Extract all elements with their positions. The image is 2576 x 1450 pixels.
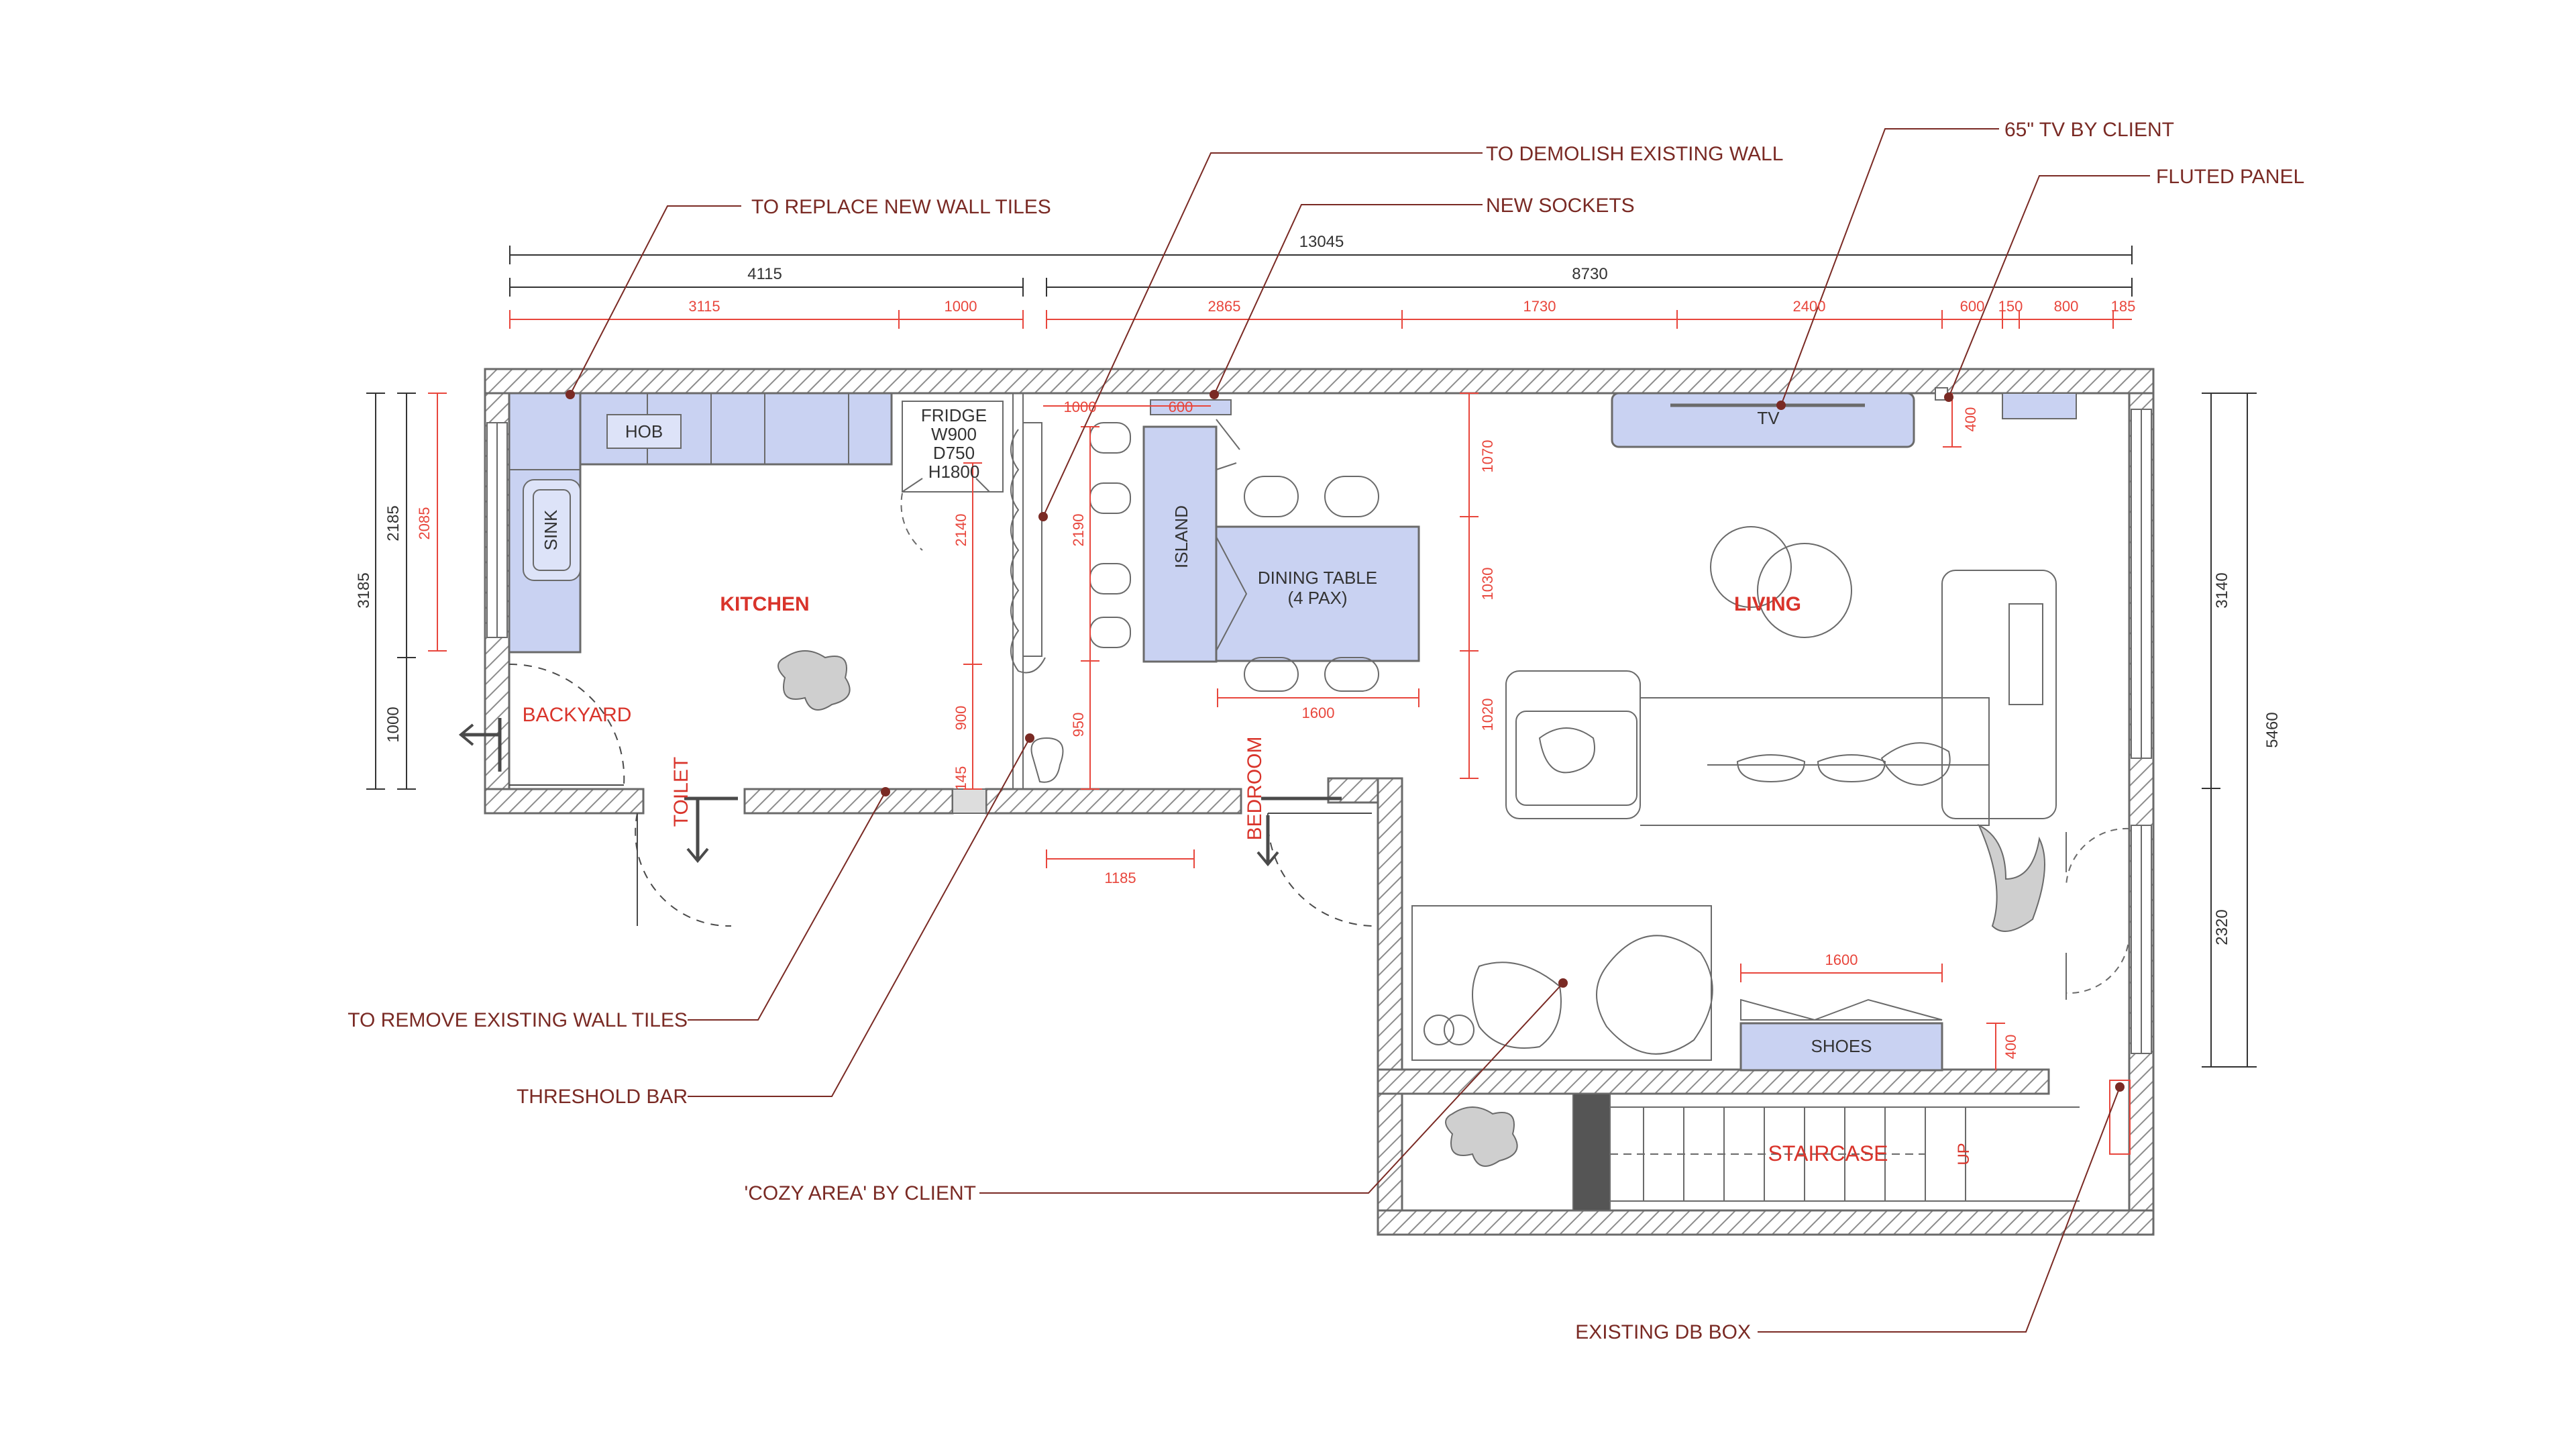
- dim-150: 150: [1998, 298, 2023, 315]
- tv-label: TV: [1757, 408, 1780, 428]
- dim-145: 145: [953, 766, 969, 791]
- sink-box: [523, 479, 581, 581]
- room-backyard: BACKYARD: [523, 704, 632, 726]
- dim-1185: 1185: [1104, 870, 1136, 886]
- stair-up: UP: [1955, 1143, 1973, 1165]
- dim-1070: 1070: [1479, 440, 1496, 473]
- dim-left-lower: 1000: [384, 707, 402, 742]
- dim-800: 800: [2054, 298, 2079, 315]
- decorative-animals: [777, 650, 2045, 1167]
- vertical-dim-text: 3185 2185 1000 5460 3140 2320: [355, 505, 2282, 945]
- dim-600: 600: [1960, 298, 1985, 315]
- dim-1600-table: 1600: [1302, 705, 1335, 721]
- note-new-sockets: NEW SOCKETS: [1486, 195, 1635, 217]
- dim-3115: 3115: [688, 298, 720, 315]
- note-replace-tiles: TO REPLACE NEW WALL TILES: [751, 196, 1051, 218]
- vertical-dim-text-red: 2085 2140 900 145 2190 950 1070 1030 102…: [416, 407, 2019, 1059]
- room-bedroom: BEDROOM: [1244, 736, 1266, 840]
- shoes-cabinet-box: [1739, 1022, 1943, 1072]
- note-tv-by-client: 65" TV BY CLIENT: [2004, 119, 2174, 141]
- fridge-label-3: D750: [933, 443, 975, 463]
- dimension-text-red: 3115 1000 2865 1730 2400 600 150 800 185…: [688, 298, 2135, 968]
- room-staircase: STAIRCASE: [1768, 1141, 1888, 1166]
- dim-2865: 2865: [1208, 298, 1241, 315]
- room-toilet: TOILET: [670, 757, 692, 827]
- hob-box: [606, 414, 682, 449]
- dining-area: [1089, 399, 1420, 692]
- note-demolish-wall: TO DEMOLISH EXISTING WALL: [1486, 143, 1783, 165]
- walls: [484, 368, 2155, 1236]
- fridge-label-1: FRIDGE: [921, 405, 987, 425]
- room-living: LIVING: [1734, 593, 1801, 615]
- dining-label-1: DINING TABLE: [1258, 568, 1377, 588]
- note-cozy-area: 'COZY AREA' BY CLIENT: [745, 1182, 976, 1204]
- note-remove-tiles: TO REMOVE EXISTING WALL TILES: [347, 1009, 688, 1031]
- note-db-box: EXISTING DB BOX: [1575, 1321, 1751, 1343]
- staircase-area: [1572, 1093, 2080, 1211]
- dining-label-2: (4 PAX): [1287, 588, 1347, 608]
- dim-left-mid: 2185: [384, 505, 402, 541]
- windows: [486, 409, 2152, 1054]
- dim-185: 185: [2111, 298, 2136, 315]
- living-area: [1411, 387, 2131, 1155]
- wall-bottom-left-a: [484, 788, 645, 815]
- kitchen: [508, 392, 1064, 814]
- dim-total-width: 13045: [1299, 233, 1344, 251]
- fridge-label-4: H1800: [928, 462, 980, 482]
- dim-900: 900: [953, 706, 969, 731]
- dim-1600-shoes: 1600: [1825, 951, 1858, 968]
- dim-1000-top: 1000: [945, 298, 977, 315]
- wall-bottom: [1377, 1209, 2155, 1236]
- leader-lines: [570, 128, 2150, 1333]
- dim-right-upper: 3140: [2213, 572, 2231, 608]
- doors: [458, 663, 1373, 927]
- dim-1030: 1030: [1479, 568, 1496, 601]
- dim-right-span: 8730: [1572, 265, 1607, 283]
- island-box: [1142, 425, 1218, 663]
- hob-label: HOB: [625, 421, 663, 442]
- fridge-box: [902, 401, 1004, 493]
- dim-950: 950: [1070, 713, 1087, 737]
- wall-mid-horizontal: [1377, 1068, 2050, 1095]
- leader-dots: [566, 390, 2125, 1092]
- dim-left-span: 4115: [747, 265, 782, 283]
- dim-left-outer: 3185: [355, 572, 373, 608]
- room-labels: KITCHEN LIVING STAIRCASE BACKYARD TOILET…: [523, 593, 1973, 1166]
- wall-bottom-left-b: [743, 788, 954, 815]
- dog-rug-kitchen: [777, 650, 851, 711]
- dim-right-lower: 2320: [2213, 909, 2231, 945]
- dim-1730: 1730: [1523, 298, 1556, 315]
- note-threshold-bar: THRESHOLD BAR: [517, 1086, 688, 1108]
- wall-bottom-left-c: [985, 788, 1242, 815]
- dimension-lines: [366, 246, 2257, 1070]
- dim-400-tv: 400: [1962, 407, 1979, 432]
- note-fluted-panel: FLUTED PANEL: [2156, 166, 2304, 188]
- dimension-text: 13045 4115 8730: [747, 233, 1608, 283]
- dim-1000-island: 1000: [1064, 399, 1097, 415]
- dim-left-inner: 2085: [416, 507, 433, 540]
- fixture-labels: HOB SINK FRIDGE W900 D750 H1800 ISLAND D…: [541, 405, 1872, 1056]
- fridge-label-2: W900: [931, 424, 977, 444]
- dog-rug-stair: [1445, 1106, 1518, 1167]
- dim-2400: 2400: [1793, 298, 1826, 315]
- dining-table-box: [1215, 525, 1420, 662]
- wall-top: [484, 368, 2155, 395]
- dim-island-depth: 2190: [1070, 514, 1087, 547]
- island-label: ISLAND: [1171, 505, 1191, 568]
- sink-label: SINK: [541, 509, 561, 550]
- dim-kitchen-wall: 2140: [953, 514, 969, 547]
- dim-600-island: 600: [1169, 399, 1193, 415]
- room-kitchen: KITCHEN: [720, 593, 809, 615]
- dim-1020: 1020: [1479, 698, 1496, 731]
- annotations: TO REPLACE NEW WALL TILES TO DEMOLISH EX…: [347, 119, 2304, 1343]
- dim-right-total: 5460: [2263, 712, 2282, 747]
- shoes-label: SHOES: [1811, 1036, 1872, 1056]
- dim-400-shoes: 400: [2002, 1035, 2019, 1059]
- cat-living: [1977, 823, 2045, 932]
